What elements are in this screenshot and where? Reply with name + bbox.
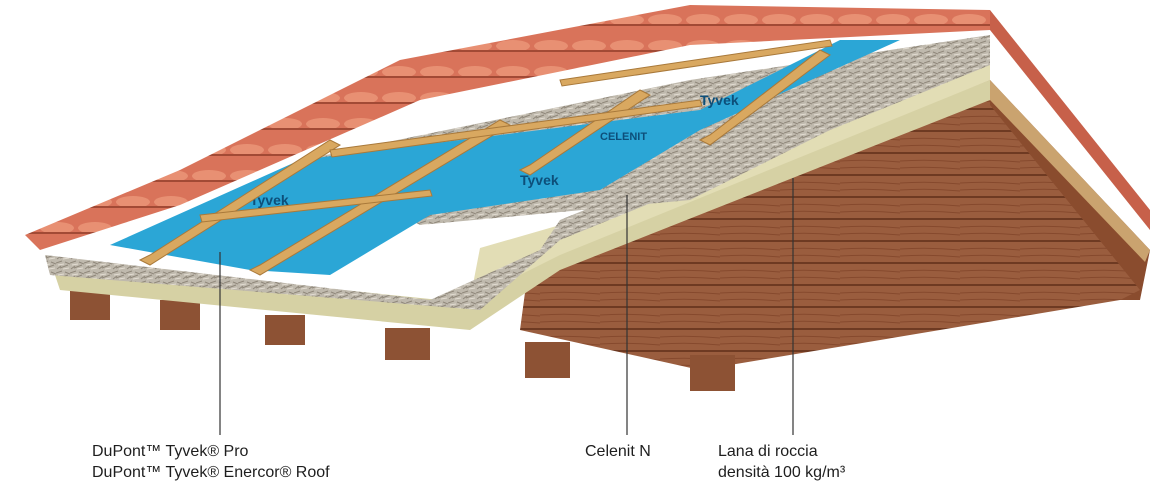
label-tyvek: DuPont™ Tyvek® Pro DuPont™ Tyvek® Enerco… — [92, 441, 330, 483]
battens — [138, 39, 833, 276]
wood-deck — [520, 80, 1140, 370]
label-tyvek-line1: DuPont™ Tyvek® Pro — [92, 443, 249, 460]
roof-tiles — [25, 5, 1150, 250]
tyvek-logo-2: Tyvek — [520, 172, 559, 188]
rafters — [70, 290, 735, 391]
label-tyvek-line2: DuPont™ Tyvek® Enercor® Roof — [92, 464, 330, 481]
tyvek-logo-3: Tyvek — [700, 92, 739, 108]
label-rock-wool-line2: densità 100 kg/m³ — [718, 464, 846, 481]
label-celenit-text: Celenit N — [585, 443, 651, 460]
label-rock-wool-line1: Lana di roccia — [718, 443, 818, 460]
tyvek-membrane: Tyvek Tyvek Tyvek CELENIT — [110, 40, 900, 275]
leader-lines — [219, 178, 794, 435]
label-celenit: Celenit N — [585, 441, 651, 462]
label-rock-wool: Lana di roccia densità 100 kg/m³ — [718, 441, 845, 483]
celenit-logo: CELENIT — [600, 131, 647, 143]
rock-wool-layer — [50, 62, 990, 330]
